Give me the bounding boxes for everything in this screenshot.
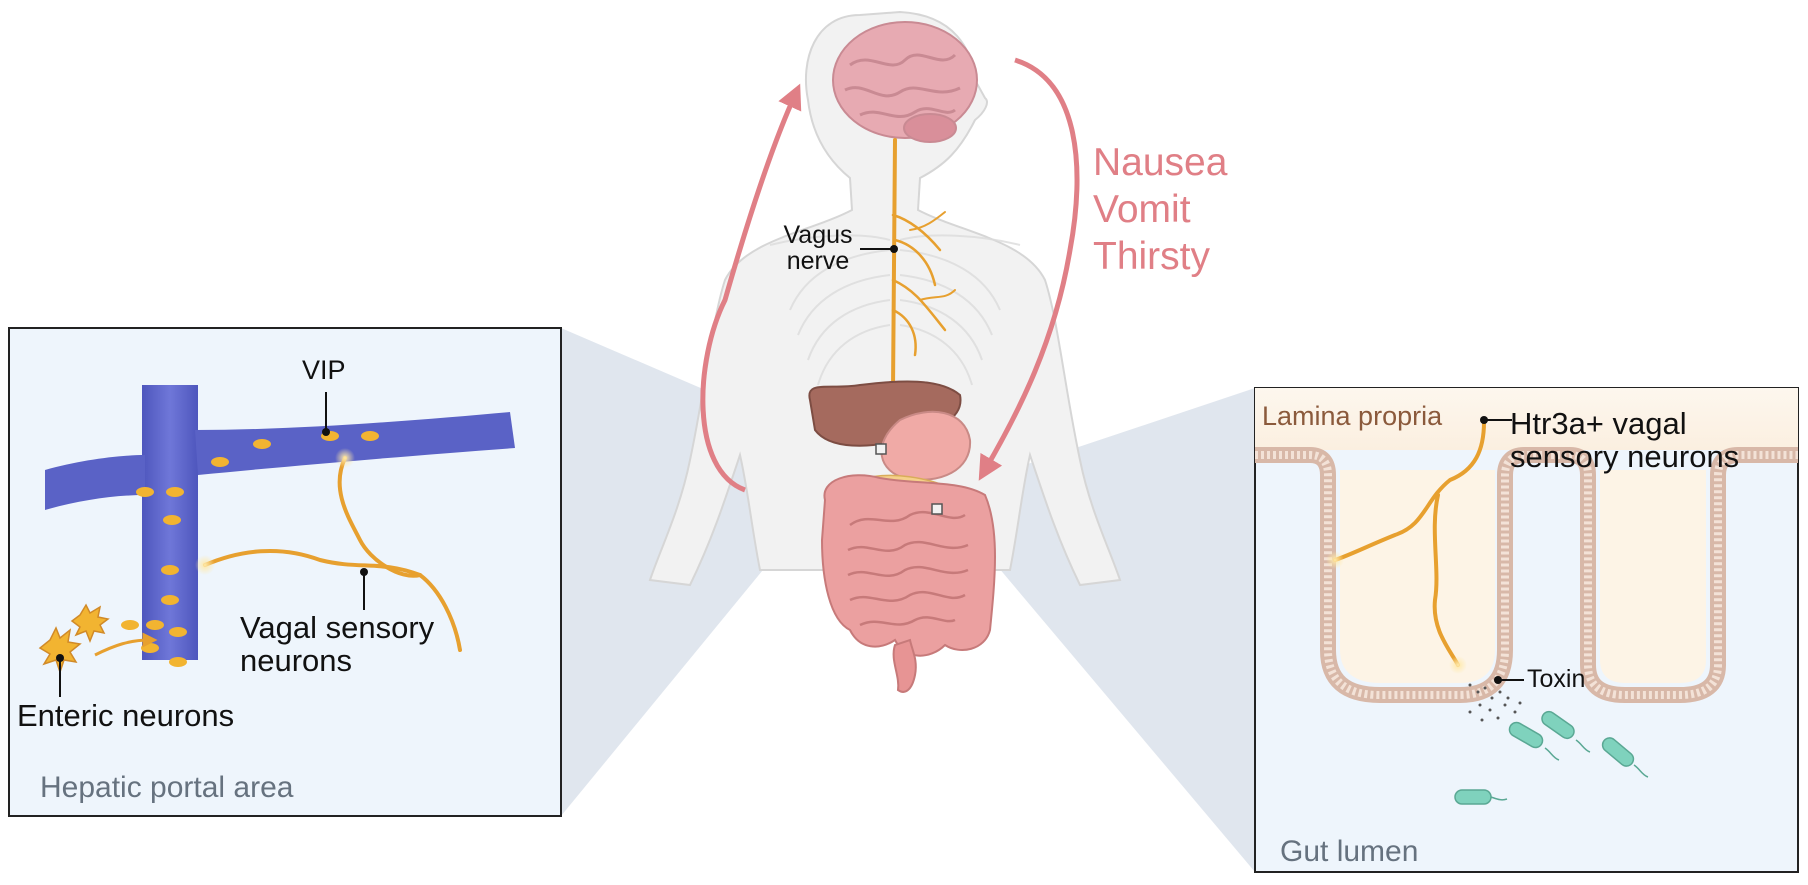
descending-arrow [978, 57, 1080, 481]
vagal-sensory-neurons-label: Vagal sensory neurons [240, 610, 435, 678]
toxin-particles [1468, 683, 1522, 722]
vagal-sensory-neurons-line1: Vagal sensory [240, 610, 435, 645]
right-zoom-connector [950, 388, 1255, 872]
toxin-label: Toxin [1527, 665, 1586, 693]
vagus-nerve-label-line2: nerve [786, 247, 850, 276]
ascending-arrow [700, 83, 802, 493]
enteric-arrow [94, 632, 158, 657]
small-intestine [847, 510, 969, 627]
symptom-nausea: Nausea [1093, 141, 1228, 184]
vagal-sensory-neurons-line2: neurons [240, 642, 353, 678]
vagus-nerve [891, 138, 956, 392]
symptom-thirsty: Thirsty [1093, 234, 1210, 278]
vagus-nerve-label: Vagus nerve [772, 222, 864, 275]
enteric-neurons-label: Enteric neurons [17, 698, 235, 733]
htr3a-neuron-fiber [1333, 420, 1486, 667]
vip-label: VIP [302, 355, 346, 385]
htr3a-neurons-label: Htr3a+ vagal sensory neurons [1510, 406, 1740, 474]
gut-zoom-marker [931, 503, 943, 515]
brain [832, 21, 978, 143]
portal-vein-left-branch [45, 455, 145, 510]
gut-lumen-label: Gut lumen [1280, 835, 1419, 868]
rib-cage [769, 234, 1021, 386]
lamina-propria-label: Lamina propria [1262, 401, 1443, 431]
vip-vesicles [121, 431, 379, 667]
bacteria [1454, 710, 1635, 805]
symptoms-list: Nausea Vomit Thirsty [1093, 140, 1227, 280]
symptom-vomit: Vomit [1093, 187, 1191, 231]
htr3a-neurons-line1: Htr3a+ vagal [1510, 406, 1687, 441]
rectum [892, 638, 917, 693]
htr3a-neurons-line2: sensory neurons [1510, 438, 1740, 474]
hepatic-portal-area-label: Hepatic portal area [40, 771, 294, 804]
large-intestine [820, 474, 996, 657]
enteric-neurons [38, 603, 110, 675]
hepatic-panel [8, 327, 562, 817]
portal-vein-right-branch [195, 412, 515, 475]
vagal-sensory-neuron-fiber [203, 456, 462, 652]
stomach [880, 410, 972, 481]
liver-zoom-marker [875, 443, 887, 455]
vagus-nerve-label-line1: Vagus [783, 221, 853, 249]
